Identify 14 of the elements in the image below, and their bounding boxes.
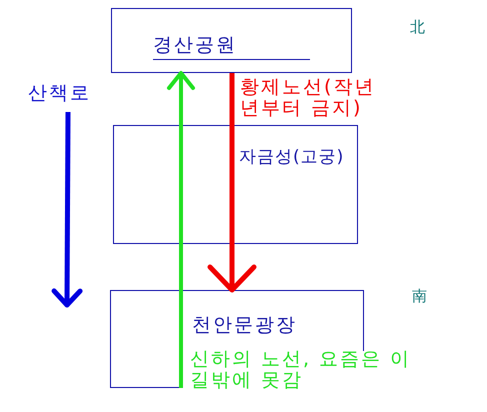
route-line: [230, 73, 234, 125]
direction-label: 北: [410, 18, 425, 37]
place-name: 자금성(고궁): [239, 147, 344, 168]
arrow: [167, 71, 195, 244]
arrow: [208, 125, 256, 292]
place-name: 경산공원: [153, 34, 310, 60]
direction-label: 南: [412, 287, 427, 306]
edge-label: 황제노선(작년 년부터 금지): [240, 77, 376, 119]
place-box: [111, 8, 352, 73]
arrow-label: 산책로: [28, 82, 91, 105]
place-box: [113, 125, 358, 244]
route-line: [179, 244, 183, 388]
place-name: 천안문광장: [192, 314, 297, 337]
edge-label: 신하의 노선, 요즘은 이 길밖에 못감: [190, 349, 412, 391]
